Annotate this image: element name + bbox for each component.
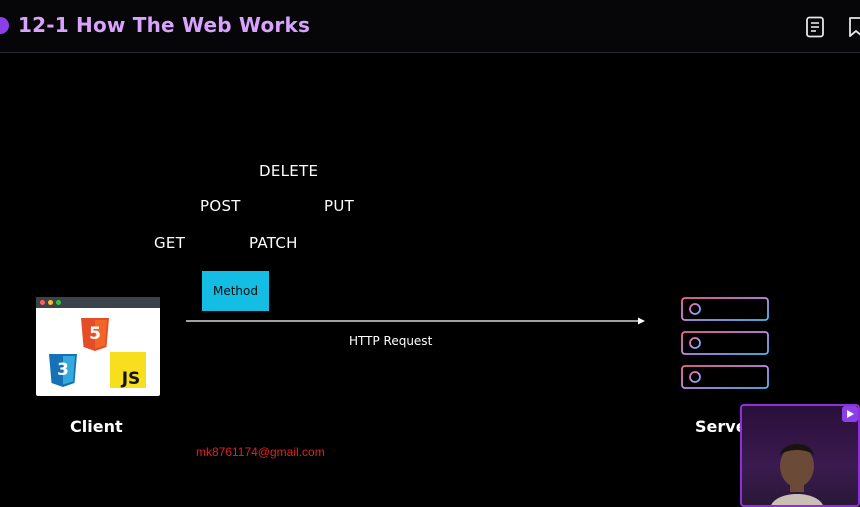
server-icon	[681, 297, 769, 396]
webcam-badge-icon[interactable]	[842, 406, 858, 422]
lesson-title: 12-1 How The Web Works	[18, 13, 311, 37]
method-box: Method	[202, 271, 269, 311]
lesson-header: 12-1 How The Web Works	[0, 0, 860, 53]
client-browser-illustration: 5 3 JS	[36, 297, 160, 396]
svg-text:JS: JS	[121, 369, 141, 388]
email-watermark: mk8761174@gmail.com	[196, 445, 325, 459]
browser-titlebar	[36, 297, 160, 308]
slide-canvas	[0, 54, 860, 507]
javascript-icon: JS	[110, 352, 146, 388]
css3-icon: 3	[49, 354, 77, 387]
method-post: POST	[200, 197, 241, 215]
http-request-arrow	[186, 317, 645, 325]
notes-icon[interactable]	[805, 16, 825, 38]
bookmark-icon[interactable]	[848, 16, 860, 38]
method-patch: PATCH	[249, 234, 298, 252]
maximize-dot	[56, 300, 61, 305]
instructor-webcam	[740, 404, 860, 507]
minimize-dot	[48, 300, 53, 305]
server-label: Serve	[695, 417, 747, 436]
method-delete: DELETE	[259, 162, 319, 180]
client-label: Client	[70, 417, 123, 436]
svg-text:5: 5	[89, 324, 101, 344]
close-dot	[40, 300, 45, 305]
arrow-label: HTTP Request	[349, 334, 433, 348]
method-put: PUT	[324, 197, 355, 215]
lesson-status-icon	[0, 17, 9, 34]
svg-text:3: 3	[57, 360, 69, 380]
html5-icon: 5	[81, 318, 109, 351]
method-get: GET	[154, 234, 186, 252]
instructor-avatar	[771, 444, 823, 505]
